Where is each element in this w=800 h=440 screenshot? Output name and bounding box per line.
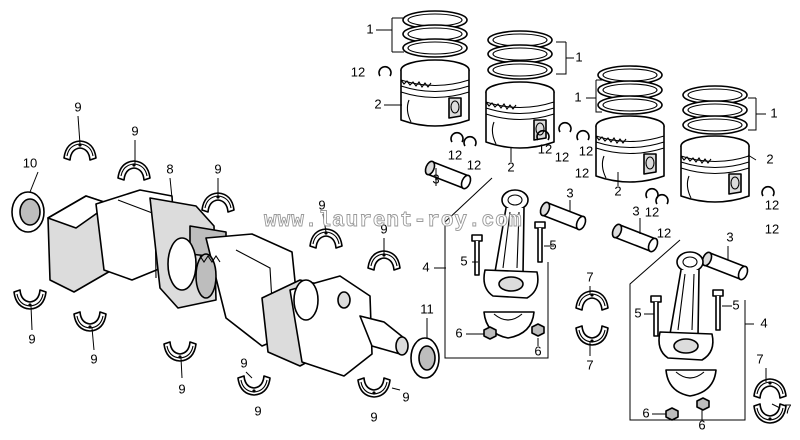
rod-cap-2 — [665, 369, 717, 397]
callout-9-main-bearing-2: 9 — [131, 123, 138, 138]
callout-1-piston-ring-4: 1 — [770, 105, 777, 120]
callout-9-main-bearing-9: 9 — [240, 355, 247, 370]
callout-3-wrist-pin-1: 3 — [432, 171, 439, 186]
callout-1-piston-ring-2: 1 — [575, 49, 582, 64]
callout-4-connecting-rod-2: 4 — [760, 315, 767, 330]
callout-12-circlip-1: 12 — [351, 64, 365, 79]
callout-9-main-bearing-6: 9 — [28, 331, 35, 346]
callout-9-main-bearing-12: 9 — [370, 409, 377, 424]
callout-9-main-bearing-8: 9 — [178, 381, 185, 396]
callout-12-circlip-2: 12 — [448, 147, 462, 162]
piston-1 — [400, 59, 470, 127]
watermark-text: www.laurent-roy.com — [264, 210, 522, 233]
callout-2-piston-1: 2 — [374, 96, 381, 111]
callout-9-main-bearing-11: 9 — [402, 389, 409, 404]
callout-12-circlip-9: 12 — [657, 225, 671, 240]
connecting-rod-1 — [483, 189, 539, 299]
callout-9-main-bearing-1: 9 — [74, 99, 81, 114]
callout-9-main-bearing-3: 9 — [214, 161, 221, 176]
piston-ring-set-3 — [597, 65, 663, 115]
callout-12-circlip-4: 12 — [538, 141, 552, 156]
piston-3 — [595, 115, 665, 183]
callout-11-rear-oil-seal: 11 — [420, 301, 434, 316]
callout-2-piston-3: 2 — [614, 183, 621, 198]
callout-1-piston-ring-1: 1 — [366, 21, 373, 36]
callout-7-rod-bearing-1: 7 — [586, 269, 593, 284]
callout-12-circlip-6: 12 — [579, 143, 593, 158]
callout-2-piston-2: 2 — [507, 159, 514, 174]
rod-group-box-1 — [444, 177, 549, 359]
piston-ring-set-4 — [682, 85, 748, 135]
connecting-rod-2 — [658, 251, 714, 361]
callout-5-rod-bolt-4: 5 — [732, 297, 739, 312]
oil-seal-front — [11, 191, 45, 233]
callout-12-circlip-8: 12 — [645, 204, 659, 219]
crankshaft — [47, 189, 409, 377]
piston-4 — [680, 135, 750, 203]
callout-3-wrist-pin-4: 3 — [726, 229, 733, 244]
callout-3-wrist-pin-2: 3 — [566, 185, 573, 200]
callout-12-circlip-11: 12 — [765, 197, 779, 212]
callout-7-rod-bearing-3: 7 — [756, 351, 763, 366]
callout-9-main-bearing-4: 9 — [318, 197, 325, 212]
callout-4-connecting-rod-1: 4 — [422, 259, 429, 274]
callout-5-rod-bolt-1: 5 — [460, 253, 467, 268]
callout-12-circlip-10: 12 — [765, 221, 779, 236]
rod-group-box-2 — [629, 239, 746, 421]
callout-8-crankshaft: 8 — [166, 161, 173, 176]
callout-6-rod-nut-3: 6 — [642, 405, 649, 420]
leader-lines — [29, 17, 781, 420]
callout-9-main-bearing-5: 9 — [380, 221, 387, 236]
piston-ring-set-2 — [487, 30, 553, 80]
callout-6-rod-nut-1: 6 — [455, 325, 462, 340]
callout-6-rod-nut-4: 6 — [698, 417, 705, 432]
callout-12-circlip-3: 12 — [467, 157, 481, 172]
piston-2 — [485, 81, 555, 149]
callout-labels: 1 1 1 1 2 2 2 2 3 3 3 3 4 4 5 5 5 5 6 6 … — [23, 21, 792, 432]
callout-5-rod-bolt-2: 5 — [549, 237, 556, 252]
callout-6-rod-nut-2: 6 — [534, 343, 541, 358]
callout-10-front-oil-seal: 10 — [23, 155, 37, 170]
oil-seal-rear — [410, 337, 440, 379]
callout-12-circlip-7: 12 — [575, 165, 589, 180]
callout-12-circlip-5: 12 — [555, 149, 569, 164]
callout-9-main-bearing-7: 9 — [90, 351, 97, 366]
callout-7-rod-bearing-2: 7 — [586, 357, 593, 372]
callout-3-wrist-pin-3: 3 — [632, 203, 639, 218]
callout-1-piston-ring-3: 1 — [574, 89, 581, 104]
piston-ring-set-1 — [402, 10, 468, 58]
callout-9-main-bearing-10: 9 — [254, 403, 261, 418]
callout-2-piston-4: 2 — [766, 151, 773, 166]
callout-7-rod-bearing-4: 7 — [784, 401, 791, 416]
callout-5-rod-bolt-3: 5 — [634, 305, 641, 320]
